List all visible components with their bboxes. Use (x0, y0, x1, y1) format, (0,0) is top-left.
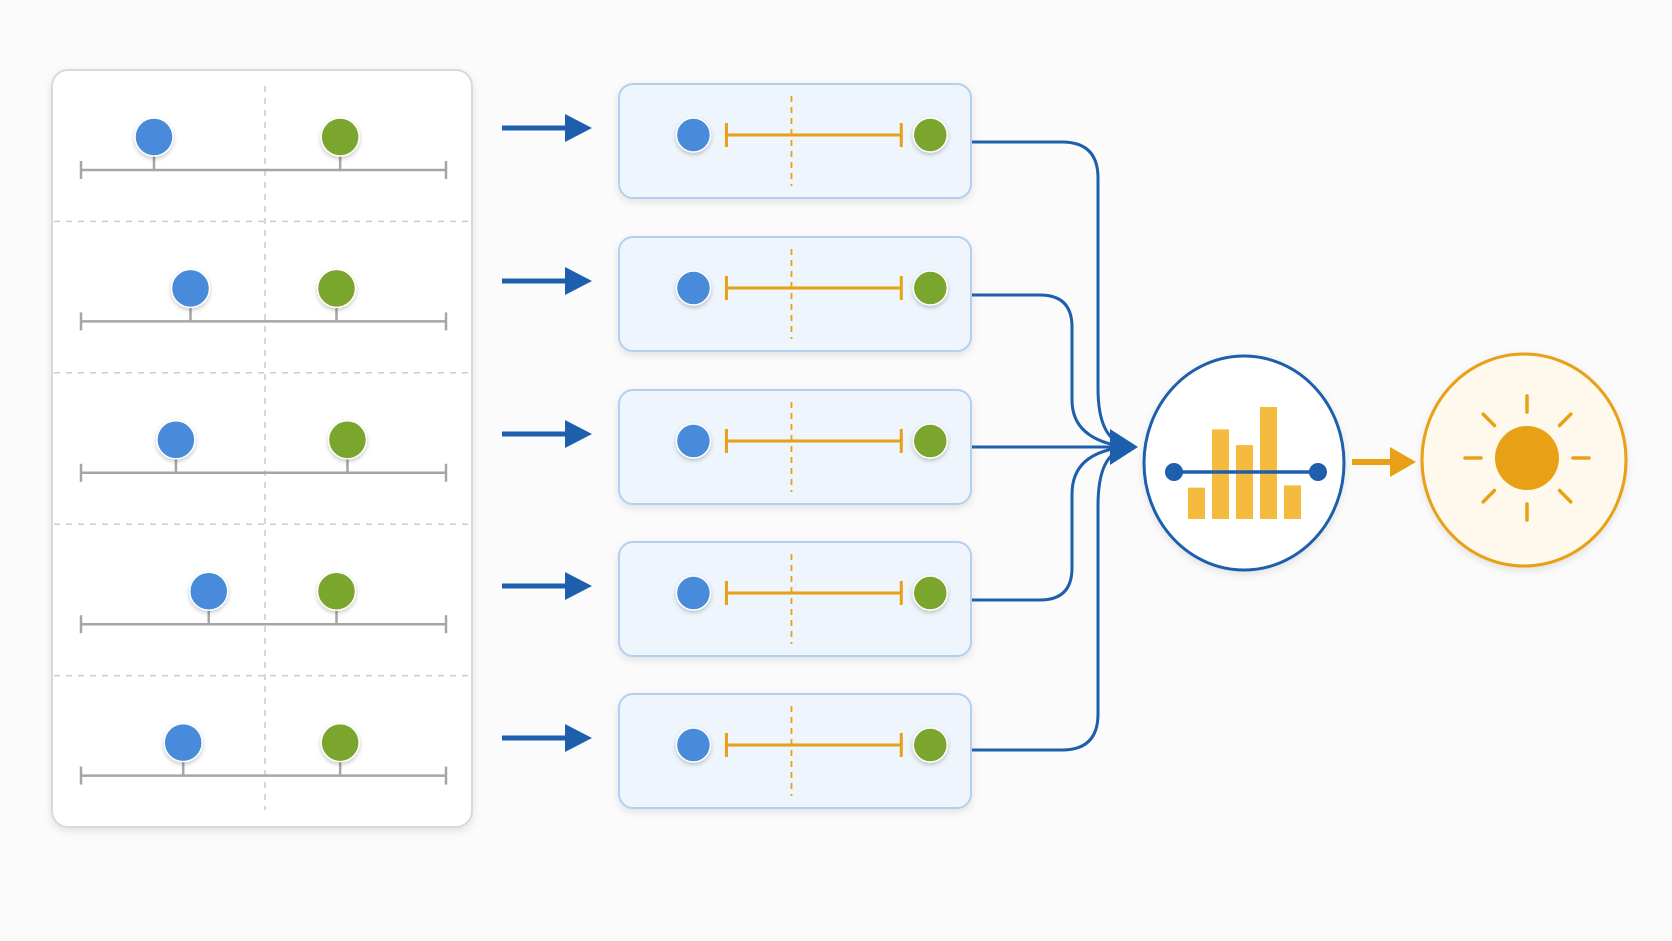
aggregate-interval-end (1165, 463, 1183, 481)
blue-sample-marker (170, 268, 211, 309)
sample-row (79, 117, 448, 179)
interval-start-marker (675, 117, 712, 153)
aggregate-to-result-arrow (1352, 447, 1416, 477)
interval-card-frame (618, 236, 972, 352)
row-arrow (502, 572, 592, 600)
interval-end-marker (912, 575, 949, 611)
aggregate-interval-end (1309, 463, 1327, 481)
row-arrow (502, 420, 592, 448)
sun-icon (1463, 394, 1591, 522)
sun-ray (1481, 412, 1497, 428)
result-node (1420, 352, 1628, 568)
interval-card (618, 83, 972, 199)
interval-card-frame (618, 541, 972, 657)
interval-card (618, 541, 972, 657)
interval-end-marker (912, 270, 949, 306)
green-sample-marker (316, 571, 357, 611)
aggregate-bar (1236, 445, 1253, 519)
row-arrow (502, 724, 592, 752)
green-sample-marker (316, 268, 357, 309)
sun-disc (1495, 426, 1559, 490)
sample-rows (54, 86, 470, 810)
green-sample-marker (320, 722, 360, 763)
samples-panel (51, 69, 473, 828)
merge-connector (972, 445, 1127, 602)
green-sample-marker (327, 420, 368, 460)
interval-start-marker (675, 575, 712, 611)
sample-row (54, 674, 470, 785)
aggregate-bar (1188, 487, 1205, 519)
interval-card-frame (618, 693, 972, 809)
interval-start-marker (675, 423, 712, 459)
aggregate-node (1142, 354, 1346, 572)
row-arrow (502, 114, 592, 142)
row-to-card-arrows (502, 114, 592, 752)
blue-sample-marker (189, 571, 229, 611)
sun-ray (1557, 488, 1573, 504)
sample-row (54, 372, 470, 482)
sun-ray (1481, 488, 1497, 504)
interval-card-frame (618, 389, 972, 505)
green-sample-marker (320, 117, 360, 157)
interval-end-marker (912, 727, 949, 763)
blue-sample-marker (156, 420, 196, 460)
bar-chart-with-interval-icon (1165, 407, 1327, 519)
row-arrow (502, 267, 592, 295)
merge-connector (972, 293, 1127, 449)
sun-ray (1557, 412, 1573, 428)
interval-start-marker (675, 727, 712, 763)
sample-row (54, 523, 470, 634)
blue-sample-marker (163, 722, 203, 763)
interval-card (618, 389, 972, 505)
aggregate-bar (1212, 429, 1229, 519)
interval-end-marker (912, 117, 949, 153)
blue-sample-marker (134, 117, 174, 157)
samples-panel-frame (51, 69, 473, 828)
aggregate-bar (1284, 485, 1301, 519)
interval-card (618, 236, 972, 352)
aggregate-bar (1260, 407, 1277, 519)
interval-card-frame (618, 83, 972, 199)
interval-start-marker (675, 270, 712, 306)
interval-end-marker (912, 423, 949, 459)
merge-connectors (972, 140, 1138, 752)
sample-row (54, 220, 470, 331)
merge-arrowhead (1110, 429, 1138, 465)
interval-cards (618, 83, 972, 809)
interval-card (618, 693, 972, 809)
